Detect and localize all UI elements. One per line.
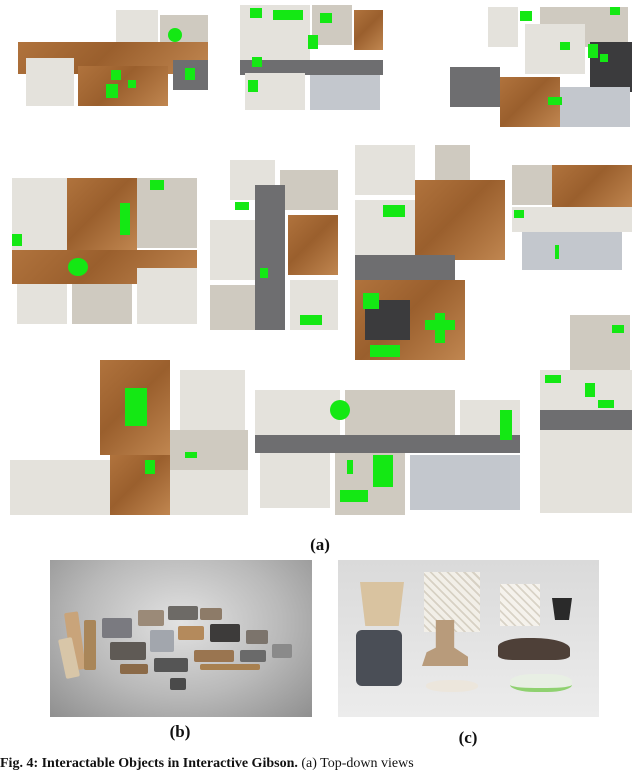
sneaker-white-green: [510, 674, 572, 692]
object-marker: [373, 455, 393, 487]
floorplan-8: [10, 360, 248, 515]
figure-caption: Fig. 4: Interactable Objects in Interact…: [0, 756, 640, 772]
object-marker: [250, 8, 262, 18]
object-marker: [588, 44, 598, 58]
sandal-white: [426, 680, 478, 692]
floorplan-2: [240, 5, 383, 110]
object-marker: [340, 490, 368, 502]
object-marker: [125, 388, 147, 426]
basket-white-small: [500, 584, 540, 626]
shoe-brown: [498, 638, 570, 660]
object-marker: [252, 57, 262, 67]
object-marker: [260, 268, 268, 278]
basket-tan: [360, 582, 404, 626]
floorplan-3: [450, 2, 632, 130]
object-marker: [168, 28, 182, 42]
object-marker: [235, 202, 249, 210]
object-marker: [248, 80, 258, 92]
object-marker: [545, 375, 561, 383]
figure-caption-text: (a) Top-down views: [301, 756, 414, 771]
object-marker: [106, 84, 118, 98]
object-marker: [185, 68, 195, 80]
object-marker: [120, 203, 130, 235]
object-marker: [320, 13, 332, 23]
object-marker: [610, 7, 620, 15]
object-marker: [435, 313, 445, 343]
object-marker: [598, 400, 614, 408]
object-marker: [347, 460, 353, 474]
floorplan-4: [12, 178, 197, 324]
flowerpot-black: [552, 598, 572, 620]
object-marker: [555, 245, 559, 259]
object-marker: [330, 400, 350, 420]
panel-b-label: (b): [169, 722, 191, 741]
panel-c-label: (c): [458, 728, 478, 747]
floorplan-6: [355, 145, 505, 360]
object-marker: [308, 35, 318, 49]
panel-a-label: (a): [310, 535, 330, 554]
object-marker: [560, 42, 570, 50]
object-marker: [363, 293, 379, 309]
object-marker: [500, 410, 512, 440]
floorplan-5: [210, 160, 338, 330]
object-marker: [370, 345, 400, 357]
object-marker: [185, 452, 197, 458]
panel-b-furniture-render: [50, 560, 312, 717]
object-marker: [514, 210, 524, 218]
robot-toy: [356, 630, 402, 686]
floorplan-1: [18, 10, 210, 108]
floorplan-10: [540, 315, 632, 513]
object-marker: [383, 205, 405, 217]
object-marker: [273, 10, 303, 20]
floorplan-7: [512, 165, 632, 270]
panel-c-object-models: [338, 560, 599, 717]
object-marker: [111, 70, 121, 80]
object-marker: [585, 383, 595, 397]
figure-title: Interactable Objects in Interactive Gibs…: [41, 756, 298, 771]
floorplan-9: [255, 390, 520, 515]
figure-label: Fig. 4:: [0, 756, 39, 771]
object-marker: [150, 180, 164, 190]
object-marker: [145, 460, 155, 474]
object-marker: [128, 80, 136, 88]
object-marker: [520, 11, 532, 21]
object-marker: [600, 54, 608, 62]
object-marker: [548, 97, 562, 105]
object-marker: [12, 234, 22, 246]
object-marker: [612, 325, 624, 333]
object-marker: [68, 258, 88, 276]
object-marker: [300, 315, 322, 325]
